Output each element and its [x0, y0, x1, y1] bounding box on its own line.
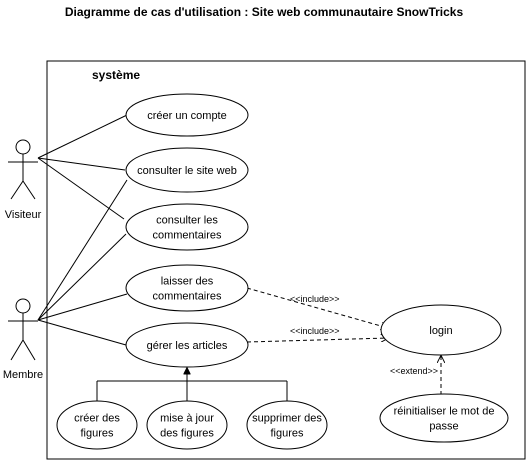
- include-label-1: <<include>>: [290, 294, 340, 304]
- use-case-ellipse: [246, 400, 328, 450]
- use-case-label: créer un compte: [147, 110, 226, 122]
- diagram-title: Diagramme de cas d'utilisation : Site we…: [64, 5, 464, 19]
- associations: [37, 114, 128, 346]
- use-case-consulter-site: consulter le site web: [125, 147, 249, 193]
- actor-label-membre: Membre: [3, 369, 43, 381]
- use-case-gerer-articles: gérer les articles: [125, 322, 249, 368]
- use-case-ellipse: [379, 393, 509, 443]
- extend-label: <<extend>>: [390, 366, 438, 376]
- use-case-supprimer-figures: supprimer des figures: [246, 400, 328, 450]
- use-case-laisser-commentaires: laisser des commentaires: [125, 264, 249, 312]
- use-case-label: commentaires: [152, 230, 222, 242]
- use-case-consulter-commentaires: consulter les commentaires: [125, 203, 249, 251]
- assoc-visiteur-consulter-site: [37, 157, 126, 171]
- include-label-2: <<include>>: [290, 326, 340, 336]
- use-case-label: figures: [80, 428, 114, 440]
- assoc-visiteur-creer-compte: [37, 114, 128, 159]
- use-cases: créer un compte consulter le site web cons…: [56, 93, 509, 450]
- actor-membre: [8, 298, 38, 361]
- assoc-membre-consulter-commentaires: [37, 233, 127, 321]
- use-case-creer-compte: créer un compte: [125, 93, 249, 137]
- use-case-label: laisser des: [161, 276, 214, 288]
- assoc-membre-laisser-commentaires: [37, 293, 128, 321]
- use-case-ellipse: [125, 322, 249, 368]
- use-case-login: login: [380, 304, 502, 356]
- use-case-creer-figures: créer des figures: [56, 400, 138, 450]
- system-label: système: [92, 68, 140, 82]
- use-case-label: des figures: [160, 428, 214, 440]
- use-case-label: login: [429, 325, 452, 337]
- use-case-label: figures: [270, 428, 304, 440]
- generalization-tree: [96, 368, 288, 403]
- use-case-ellipse: [125, 203, 249, 251]
- use-case-label: gérer les articles: [147, 340, 228, 352]
- use-case-ellipse: [56, 400, 138, 450]
- use-case-label: créer des: [74, 413, 120, 425]
- assoc-visiteur-consulter-commentaires: [37, 157, 125, 220]
- use-case-label: supprimer des: [252, 413, 322, 425]
- use-case-reinitialiser-mdp: réinitialiser le mot de passe: [379, 393, 509, 443]
- actor-visiteur: [8, 139, 38, 200]
- include-arrow-gerer-login: [246, 338, 388, 343]
- use-case-ellipse: [146, 400, 228, 450]
- use-case-label: consulter le site web: [137, 165, 237, 177]
- actor-label-visiteur: Visiteur: [5, 209, 42, 221]
- use-case-label: mise à jour: [160, 413, 214, 425]
- use-case-label: commentaires: [152, 291, 222, 303]
- use-case-ellipse: [380, 304, 502, 356]
- assoc-membre-consulter-site: [37, 179, 128, 321]
- assoc-membre-gerer-articles: [37, 319, 127, 346]
- use-case-label: réinitialiser le mot de: [394, 406, 495, 418]
- use-case-maj-figures: mise à jour des figures: [146, 400, 228, 450]
- include-arrow-laisser-login: [246, 287, 388, 328]
- use-case-ellipse: [125, 147, 249, 193]
- use-case-ellipse: [125, 93, 249, 137]
- use-case-ellipse: [125, 264, 249, 312]
- use-case-label: passe: [429, 421, 458, 433]
- system-boundary: [46, 60, 526, 460]
- use-case-label: consulter les: [156, 215, 218, 227]
